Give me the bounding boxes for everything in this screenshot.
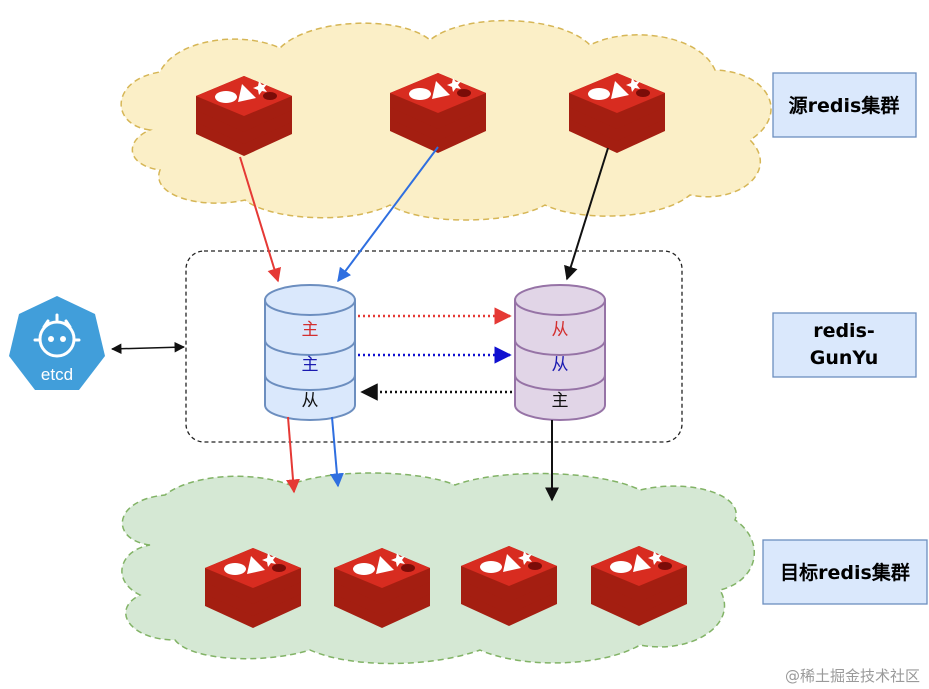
- gunyu-label-line-2: GunYu: [810, 347, 879, 369]
- right-db-row-1: 从: [552, 320, 569, 340]
- target-cluster-label-box: 目标redis集群: [762, 539, 928, 605]
- arrow-etcd-container: [110, 342, 186, 354]
- right-db-cylinder: 从 从 主: [514, 284, 606, 421]
- gunyu-label-box: redis- GunYu: [772, 312, 917, 378]
- source-cluster-label-box: 源redis集群: [772, 72, 917, 138]
- source-cluster-label: 源redis集群: [789, 94, 900, 117]
- left-db-cylinder: 主 主 从: [264, 284, 356, 421]
- arrow-left-to-target-blue: [329, 416, 344, 488]
- right-db-row-3: 主: [552, 391, 569, 411]
- left-db-row-2: 主: [302, 355, 319, 375]
- arrow-source1-to-left: [239, 156, 282, 283]
- etcd-logo-icon: etcd: [9, 296, 105, 390]
- watermark: @稀土掘金技术社区: [785, 667, 920, 685]
- left-db-row-1: 主: [302, 320, 319, 340]
- gunyu-label-line-1: redis-: [813, 320, 875, 342]
- gunyu-container: [185, 250, 683, 443]
- right-db-row-2: 从: [552, 355, 569, 375]
- etcd-label: etcd: [41, 365, 73, 384]
- target-cluster-label: 目标redis集群: [780, 561, 910, 584]
- arrow-source2-to-left: [337, 146, 439, 283]
- left-db-row-3: 从: [302, 391, 319, 411]
- arrow-left-to-target-red: [286, 416, 300, 494]
- arrow-source3-to-right: [564, 147, 609, 281]
